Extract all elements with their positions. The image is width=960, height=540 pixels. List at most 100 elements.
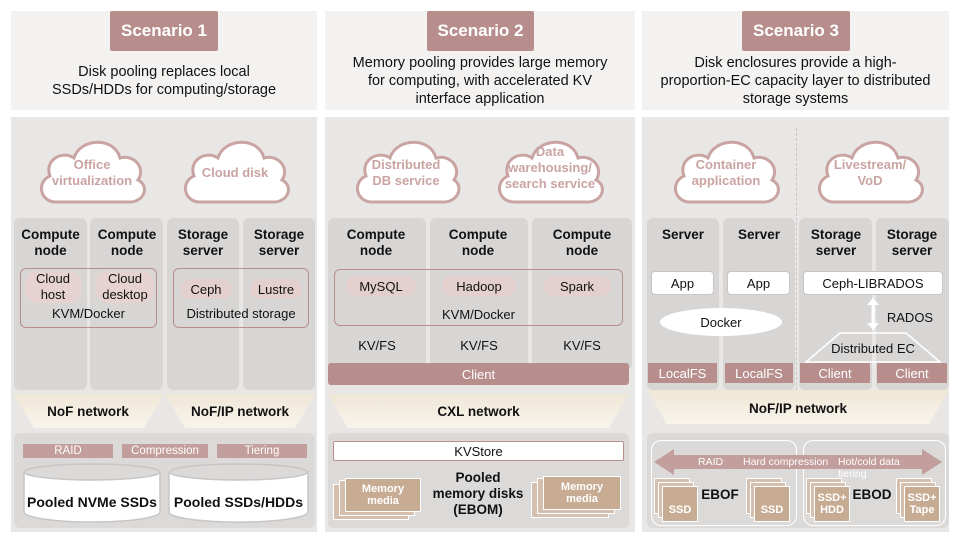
- pooled-ssd-hdd-cylinder: [168, 463, 309, 523]
- cloud-host-pill: Cloud host: [25, 271, 81, 303]
- nof-network-band: [14, 394, 315, 428]
- column-title: Server: [661, 227, 705, 242]
- cloud-icon: [356, 140, 461, 204]
- storage-frame: [173, 268, 309, 328]
- compression-tag: Compression: [122, 444, 208, 458]
- compute-frame: [334, 269, 623, 326]
- column-title: Storage server: [177, 227, 229, 258]
- divider: [796, 128, 797, 390]
- ssd-tape-stack: SSD+ Tape: [896, 478, 942, 526]
- docker-label: Docker: [700, 314, 742, 330]
- column-title: Storage server: [810, 227, 862, 258]
- memory-media-stack: Memory media: [531, 476, 623, 524]
- ssd-stack: SSD: [654, 478, 700, 526]
- ebof-frame: [651, 440, 797, 526]
- ceph-pill: Ceph: [180, 279, 232, 299]
- distributed-ec-label: Distributed EC: [831, 341, 915, 356]
- cloud-icon: [40, 140, 146, 204]
- cloud-icon: [184, 140, 290, 204]
- scenario-1-badge: Scenario 1: [110, 11, 218, 51]
- raid-tag: RAID: [23, 444, 113, 458]
- cloud-label: Distributed DB service: [371, 157, 441, 188]
- compute-frame: [20, 268, 157, 328]
- tiering-tag: Tiering: [217, 444, 307, 458]
- scenario-3-badge: Scenario 3: [742, 11, 850, 51]
- column-title: Compute node: [21, 227, 80, 258]
- compute-layer-label: KVM/Docker: [52, 306, 125, 321]
- docker-ellipse: Docker: [660, 308, 782, 336]
- mysql-pill: MySQL: [346, 276, 416, 296]
- client-bar: Client: [328, 363, 629, 385]
- server-column: [647, 218, 719, 390]
- column-title: Compute node: [97, 227, 157, 258]
- column-title: Compute node: [552, 227, 612, 258]
- hadoop-pill: Hadoop: [442, 276, 516, 296]
- storage-layer-label: Distributed storage: [186, 306, 296, 321]
- cloud-label: Data warehousing/ search service: [504, 144, 596, 191]
- storage-server-column: [243, 218, 315, 390]
- app-box: App: [651, 271, 714, 295]
- ebof-label: EBOF: [701, 487, 739, 502]
- kv-fs-label: KV/FS: [460, 338, 498, 353]
- ebod-frame: [803, 440, 946, 526]
- storage-server-column: [167, 218, 239, 390]
- cxl-network-label: CXL network: [437, 404, 520, 419]
- column-title: Server: [737, 227, 781, 242]
- column-title: Storage server: [886, 227, 938, 258]
- cloud-label: Container application: [691, 157, 761, 188]
- cloud-label: Cloud disk: [201, 165, 269, 180]
- localfs-bar: LocalFS: [648, 363, 717, 383]
- cloud-label: Office virtualization: [51, 157, 133, 188]
- pooled-ssd-hdd-label: Pooled SSDs/HDDs: [173, 494, 304, 510]
- localfs-bar: LocalFS: [725, 363, 793, 383]
- arrow-labels: RAID Hard compression Hot/cold data tier…: [698, 456, 900, 480]
- cloud-label: Livestream/ VoD: [833, 157, 907, 188]
- cloud-office-virtualization: Office virtualization: [34, 130, 150, 206]
- scenario-1-description: Disk pooling replaces local SSDs/HDDs fo…: [51, 64, 277, 98]
- scenario-2-badge: Scenario 2: [427, 11, 534, 51]
- cloud-icon: [674, 140, 780, 204]
- ssd-hdd-stack: SSD+ HDD: [806, 478, 852, 526]
- scenario-2-description: Memory pooling provides large memory for…: [352, 55, 608, 107]
- cloud-data-warehousing: Data warehousing/ search service: [492, 130, 608, 206]
- scenario-3-description: Disk enclosures provide a high- proporti…: [660, 55, 931, 107]
- ec-trapezoid: [803, 332, 943, 363]
- pooled-nvme-label: Pooled NVMe SSDs: [27, 494, 157, 510]
- cloud-distributed-db: Distributed DB service: [350, 130, 462, 206]
- kv-fs-label: KV/FS: [358, 338, 396, 353]
- lustre-pill: Lustre: [250, 279, 302, 299]
- ceph-librados-box: Ceph-LIBRADOS: [803, 271, 943, 295]
- nof-ip-network-band: [647, 390, 949, 424]
- column-title: Compute node: [448, 227, 508, 258]
- double-arrow-icon: [867, 298, 879, 330]
- kvm-docker-label: KVM/Docker: [442, 307, 515, 322]
- client-bar: Client: [800, 363, 870, 383]
- ssd-stack: SSD: [746, 478, 792, 526]
- compute-node-column: [90, 218, 163, 390]
- spark-pill: Spark: [543, 276, 611, 296]
- nof-network-label: NoF network: [47, 404, 129, 419]
- compute-node-column: [14, 218, 87, 390]
- pooled-nvme-cylinder: [23, 463, 161, 523]
- rados-label: RADOS: [886, 310, 934, 325]
- kv-fs-label: KV/FS: [563, 338, 601, 353]
- nof-ip-network-label: NoF/IP network: [748, 401, 847, 416]
- cxl-network-band: [328, 394, 629, 428]
- pooled-memory-label: Pooled memory disks (EBOM): [432, 470, 524, 517]
- ebod-label: EBOD: [852, 487, 892, 502]
- app-box: App: [727, 271, 790, 295]
- cloud-cloud-disk: Cloud disk: [178, 130, 292, 206]
- double-arrow-icon: [654, 449, 942, 475]
- cloud-livestream-vod: Livestream/ VoD: [812, 130, 928, 206]
- memory-media-stack: Memory media: [333, 476, 423, 524]
- cloud-icon: [498, 140, 604, 204]
- column-title: Storage server: [253, 227, 305, 258]
- nof-ip-network-label: NoF/IP network: [190, 404, 289, 419]
- cloud-icon: [818, 140, 924, 204]
- cloud-desktop-pill: Cloud desktop: [96, 271, 154, 303]
- client-bar: Client: [877, 363, 947, 383]
- cloud-container-application: Container application: [668, 130, 784, 206]
- kvstore-box: KVStore: [333, 441, 624, 461]
- column-title: Compute node: [346, 227, 406, 258]
- server-column: [723, 218, 795, 390]
